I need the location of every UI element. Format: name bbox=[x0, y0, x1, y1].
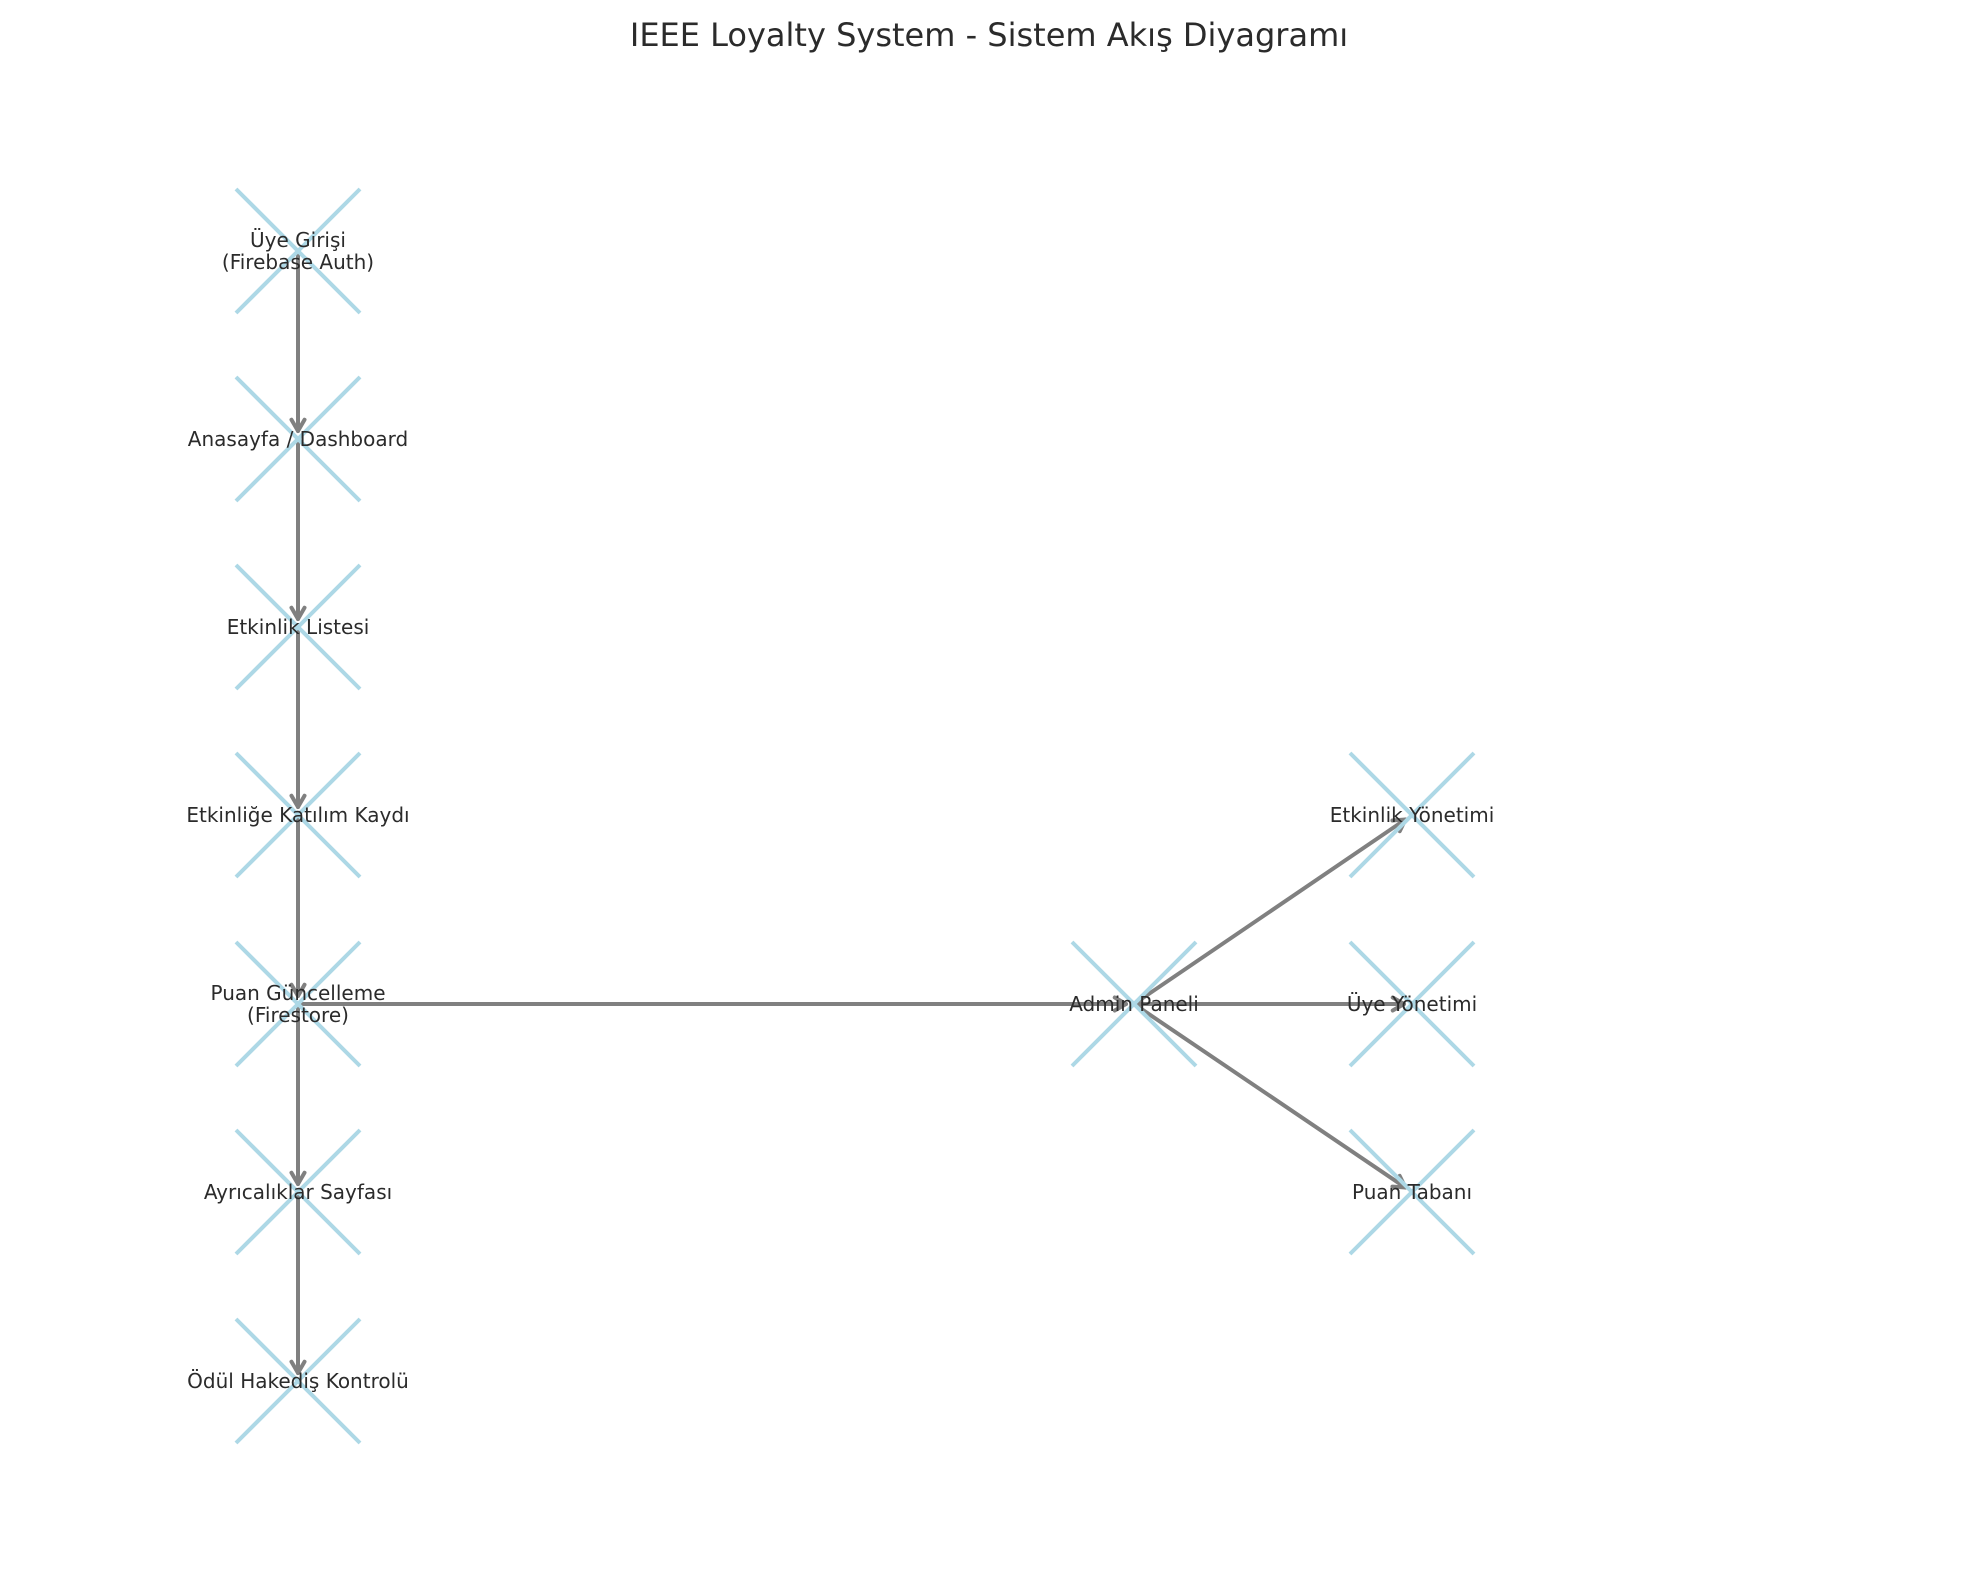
edge-admin-paneli-to-puan-tabani bbox=[1132, 1002, 1408, 1190]
arrowhead-icon bbox=[1112, 995, 1128, 1013]
node-label: Admin Paneli bbox=[1069, 992, 1199, 1016]
edge-puan-guncelleme-to-admin-paneli bbox=[296, 995, 1128, 1013]
arrowhead-icon bbox=[289, 605, 307, 621]
node-puan-guncelleme bbox=[234, 940, 362, 1068]
arrowhead-icon bbox=[289, 1359, 307, 1375]
node-label: (Firebase Auth) bbox=[222, 250, 374, 274]
edge-line bbox=[1132, 817, 1408, 1006]
node-x-marker-icon bbox=[1348, 751, 1476, 879]
edge-ayricaliklar-to-odul-hakedis bbox=[289, 1190, 307, 1375]
edge-puan-guncelleme-to-ayricaliklar bbox=[289, 1002, 307, 1186]
arrowhead-icon bbox=[289, 417, 307, 433]
arrowhead-icon bbox=[289, 1170, 307, 1186]
edge-line bbox=[1132, 1002, 1408, 1190]
edge-anasayfa-to-etkinlik-listesi bbox=[289, 437, 307, 621]
node-label: Puan Tabanı bbox=[1352, 1180, 1472, 1204]
node-katilim-kaydi bbox=[234, 751, 362, 879]
edge-admin-paneli-to-etkinlik-yonetimi bbox=[1132, 817, 1408, 1006]
arrowhead-icon bbox=[289, 982, 307, 998]
node-etkinlik-listesi bbox=[234, 563, 362, 691]
edge-uye-girisi-to-anasayfa bbox=[289, 249, 307, 433]
node-x-marker-icon bbox=[234, 375, 362, 503]
node-label: Etkinlik Yönetimi bbox=[1330, 803, 1495, 827]
node-odul-hakedis bbox=[234, 1317, 362, 1445]
node-ayricaliklar bbox=[234, 1128, 362, 1256]
nodes-layer bbox=[234, 187, 1476, 1445]
node-uye-yonetimi bbox=[1348, 940, 1476, 1068]
node-x-marker-icon bbox=[234, 1317, 362, 1445]
diagram-title: IEEE Loyalty System - Sistem Akış Diyagr… bbox=[630, 16, 1348, 54]
node-admin-paneli bbox=[1070, 940, 1198, 1068]
node-label: Anasayfa / Dashboard bbox=[188, 427, 408, 451]
node-label: Ödül Hakediş Kontrolü bbox=[187, 1369, 409, 1393]
node-x-marker-icon bbox=[234, 187, 362, 315]
node-uye-girisi bbox=[234, 187, 362, 315]
node-label: Etkinliğe Katılım Kaydı bbox=[186, 803, 409, 827]
node-puan-tabani bbox=[1348, 1128, 1476, 1256]
arrowhead-icon bbox=[1390, 995, 1406, 1013]
edge-katilim-kaydi-to-puan-guncelleme bbox=[289, 813, 307, 998]
labels-layer: Üye Girişi(Firebase Auth) Anasayfa / Dash… bbox=[186, 228, 1494, 1393]
node-label: Puan Güncelleme bbox=[210, 981, 385, 1005]
node-x-marker-icon bbox=[234, 563, 362, 691]
node-x-marker-icon bbox=[234, 940, 362, 1068]
node-label: Üye Yönetimi bbox=[1347, 992, 1477, 1016]
edge-admin-paneli-to-uye-yonetimi bbox=[1132, 995, 1406, 1013]
node-x-marker-icon bbox=[234, 751, 362, 879]
node-x-marker-icon bbox=[1348, 1128, 1476, 1256]
node-label: (Firestore) bbox=[247, 1003, 349, 1027]
arrowhead-icon bbox=[289, 793, 307, 809]
node-anasayfa bbox=[234, 375, 362, 503]
node-x-marker-icon bbox=[1348, 940, 1476, 1068]
node-x-marker-icon bbox=[234, 1128, 362, 1256]
node-label: Ayrıcalıklar Sayfası bbox=[204, 1180, 392, 1204]
edges-layer bbox=[289, 249, 1408, 1375]
node-x-marker-icon bbox=[1070, 940, 1198, 1068]
edge-etkinlik-listesi-to-katilim-kaydi bbox=[289, 625, 307, 809]
node-label: Etkinlik Listesi bbox=[227, 615, 370, 639]
node-etkinlik-yonetimi bbox=[1348, 751, 1476, 879]
node-label: Üye Girişi bbox=[250, 228, 346, 252]
